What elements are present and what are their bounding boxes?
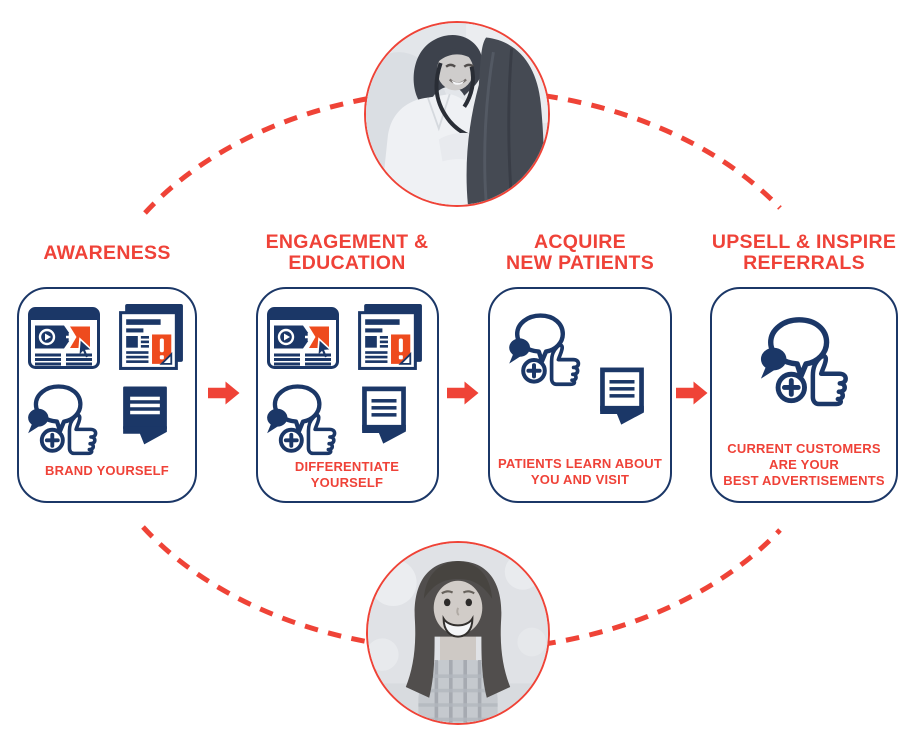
stage-box: BRAND YOURSELF: [17, 287, 197, 503]
doctor-examining-child-illustration: [366, 23, 548, 205]
stage-title: UPSELL & INSPIRE REFERRALS: [711, 231, 897, 274]
stage-box: DIFFERENTIATE YOURSELF: [255, 287, 439, 503]
review-post-icon: [597, 365, 647, 431]
doctor-examining-child-photo: [364, 21, 550, 207]
social-recommendation-icon: [506, 310, 586, 390]
stage-title: AWARENESS: [43, 241, 171, 264]
stage-box: PATIENTS LEARN ABOUT YOU AND VISIT: [488, 287, 672, 503]
news-ad-icon: [119, 302, 185, 370]
flow-arrow-right-icon: [447, 381, 479, 405]
smiling-girl-photo: [366, 541, 550, 725]
news-ad-icon: [357, 302, 423, 370]
stage-upsell-inspire-referrals: UPSELL & INSPIRE REFERRALS CURRENT CUSTO…: [694, 224, 912, 503]
stage-caption: PATIENTS LEARN ABOUT YOU AND VISIT: [497, 456, 663, 487]
review-post-icon: [359, 384, 409, 450]
stage-awareness: AWARENESS BRAND YOURSELF: [0, 224, 217, 503]
stage-caption: BRAND YOURSELF: [45, 463, 169, 478]
stage-title: ENGAGEMENT & EDUCATION: [265, 231, 429, 274]
stage-caption: DIFFERENTIATE YOURSELF: [294, 459, 400, 490]
social-recommendation-icon: [25, 381, 103, 459]
social-recommendation-icon: [264, 381, 342, 459]
stage-box: CURRENT CUSTOMERS ARE YOUR BEST ADVERTIS…: [710, 287, 898, 503]
smiling-girl-illustration: [368, 543, 548, 723]
flow-arrow-right-icon: [208, 381, 240, 405]
stage-engagement-education: ENGAGEMENT & EDUCATION DIFFERENTIATE YOU…: [237, 224, 457, 503]
stage-caption: CURRENT CUSTOMERS ARE YOUR BEST ADVERTIS…: [723, 441, 885, 488]
flow-arrow-right-icon: [676, 381, 708, 405]
web-video-ad-icon: [28, 307, 100, 369]
stage-acquire-new-patients: ACQUIRE NEW PATIENTS PATIENTS LEARN ABOU…: [470, 224, 690, 503]
social-recommendation-icon: [757, 313, 855, 411]
review-post-icon: [123, 386, 167, 445]
web-video-ad-icon: [266, 307, 339, 369]
stage-title: ACQUIRE NEW PATIENTS: [505, 231, 655, 274]
